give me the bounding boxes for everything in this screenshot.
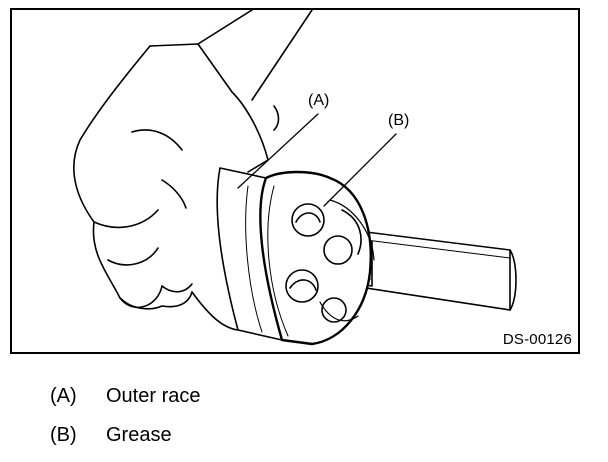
callout-a-leader	[237, 113, 319, 189]
callout-b-label: (B)	[388, 112, 410, 129]
grease-drawing	[285, 199, 375, 323]
legend-text: Outer race	[106, 385, 201, 407]
line-drawing	[73, 10, 517, 346]
callout-a-label: (A)	[308, 92, 330, 109]
legend-text: Grease	[106, 424, 172, 446]
legend-item-b: (B) Grease	[50, 423, 200, 447]
callout-b-leader	[323, 133, 397, 207]
legend-key: (A)	[50, 385, 77, 407]
hand-drawing	[73, 10, 313, 331]
figure-code: DS-00126	[502, 331, 572, 348]
legend-key: (B)	[50, 424, 77, 446]
legend-item-a: (A) Outer race	[50, 384, 200, 408]
figure-frame: (A) (B) DS-00126	[10, 8, 580, 354]
legend: (A) Outer race (B) Grease	[50, 384, 200, 462]
shaft-drawing	[347, 231, 517, 311]
